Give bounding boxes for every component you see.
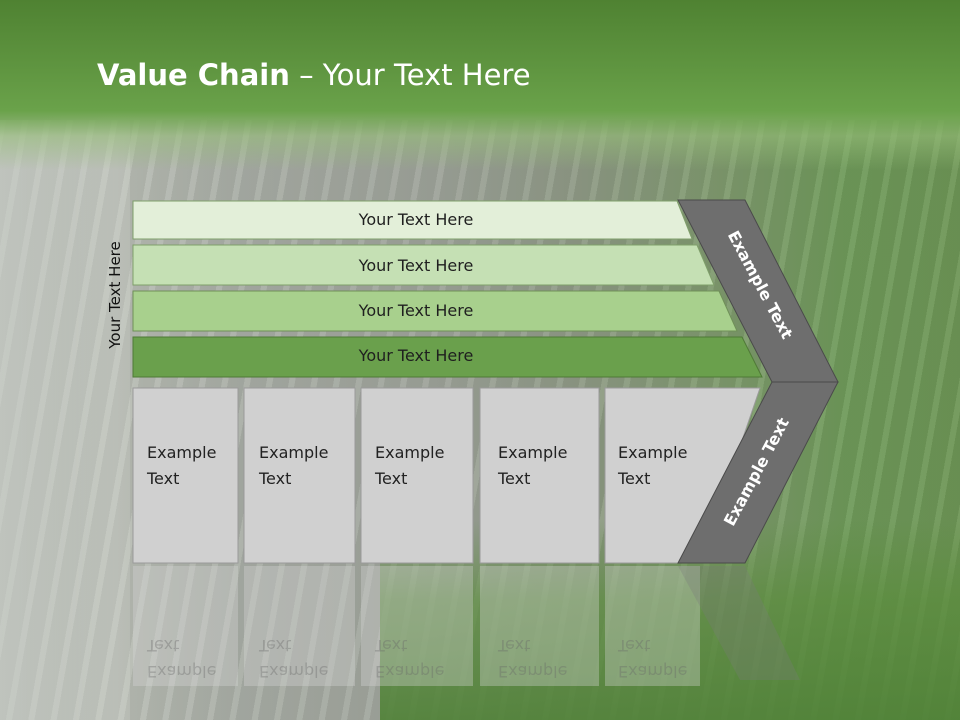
band-1-label: Your Text Here	[358, 210, 474, 229]
title-rest: – Your Text Here	[289, 58, 531, 92]
title-bold: Value Chain	[97, 58, 290, 92]
band-3	[132, 290, 738, 332]
box-5-line1: Example	[618, 443, 688, 462]
box-4-line1: Example	[498, 443, 568, 462]
box-3-line1: Example	[375, 443, 445, 462]
activity-box-2	[243, 387, 356, 564]
box-1-line1: Example	[147, 443, 217, 462]
box-5-line2: Text	[618, 469, 651, 488]
activity-box-3	[360, 387, 474, 564]
background-fade	[0, 120, 130, 720]
band-4	[132, 336, 763, 378]
box-4-line2: Text	[498, 469, 531, 488]
boxes-reflection	[133, 566, 700, 686]
band-3-label: Your Text Here	[358, 301, 474, 320]
arrow-reflection	[678, 566, 800, 680]
box-2-line1: Example	[259, 443, 329, 462]
band-1	[132, 200, 693, 240]
header-band	[0, 0, 960, 170]
band-2-label: Your Text Here	[358, 256, 474, 275]
activity-box-1	[132, 387, 239, 564]
box-1-line2: Text	[147, 469, 180, 488]
band-2	[132, 244, 715, 286]
activity-box-4	[479, 387, 600, 564]
box-3-line2: Text	[375, 469, 408, 488]
box-2-line2: Text	[259, 469, 292, 488]
band-4-label: Your Text Here	[358, 346, 474, 365]
arrow-lower	[677, 381, 839, 564]
slide-title: Value Chain – Your Text Here	[97, 55, 531, 95]
